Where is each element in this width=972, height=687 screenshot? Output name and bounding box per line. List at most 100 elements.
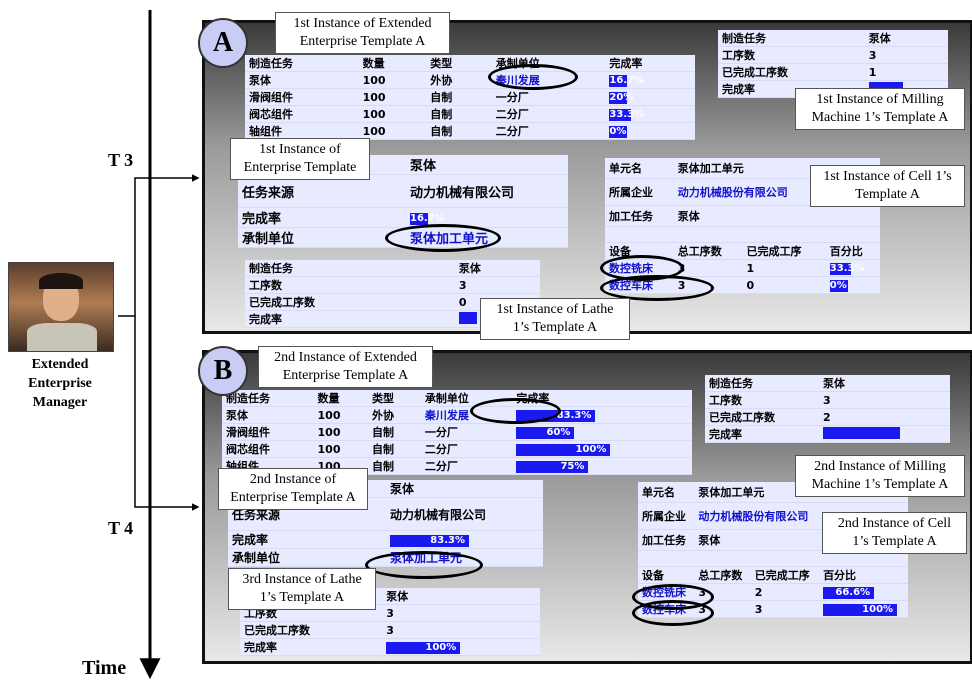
field-label: 所属企业 [605,179,674,206]
field-label: 加工任务 [605,206,674,227]
progress-bar [823,427,900,439]
cell-task: 滑阀组件 [222,424,314,441]
cell-done: 0 [743,277,826,294]
col-header: 总工序数 [694,567,750,584]
cell-unit: 二分厂 [492,123,606,140]
field-value: 3 [455,277,540,294]
cell-unit: 二分厂 [421,458,513,475]
field-value: 泵体 [382,588,540,605]
rate-cell [819,426,950,443]
cell-qty: 100 [359,89,427,106]
field-label: 单元名 [638,482,694,503]
callout-lathe-a: 1st Instance of Lathe 1’s Template A [480,298,630,340]
cell-done: 1 [743,260,826,277]
field-label: 工序数 [718,47,865,64]
highlight-ellipse [488,64,578,90]
table-row: 阀芯组件 100 自制 二分厂 100% [222,441,692,458]
field-value: 动力机械有限公司 [406,175,568,208]
progress-bar: 16.7% [410,213,428,225]
col-header: 制造任务 [245,55,359,72]
field-label: 已完成工序数 [240,622,382,639]
field-value: 3 [865,47,948,64]
col-header: 设备 [638,567,694,584]
rate-cell: 100% [512,441,692,458]
rate-cell: 0% [826,277,880,294]
cell-type: 自制 [426,106,492,123]
panel-a-badge: A [198,18,248,68]
rate-cell: 16.7% [605,72,695,89]
manager-label-line: Enterprise [8,374,112,393]
progress-bar: 0% [609,126,627,138]
progress-bar: 100% [516,444,610,456]
highlight-ellipse [365,551,483,579]
rate-cell: 0% [605,123,695,140]
cell-task: 轴组件 [245,123,359,140]
t4-label: T 4 [108,518,133,539]
cell-task: 阀芯组件 [245,106,359,123]
col-header: 已完成工序 [751,567,819,584]
manager-to-t4-arrow [135,316,198,507]
col-header: 类型 [368,390,421,407]
col-header: 完成率 [605,55,695,72]
progress-bar: 100% [386,642,460,654]
col-header: 总工序数 [674,243,743,260]
field-label: 工序数 [245,277,455,294]
field-label: 制造任务 [245,260,455,277]
callout-ext-a: 1st Instance of Extended Enterprise Temp… [275,12,450,54]
cell-task: 阀芯组件 [222,441,314,458]
cell-unit: 二分厂 [492,106,606,123]
callout-cell-b: 2nd Instance of Cell 1’s Template A [822,512,967,554]
field-value: 泵体 [819,375,950,392]
manager-photo [8,262,114,352]
field-label: 完成率 [238,208,406,228]
table-row: 泵体 100 外协 秦川发展 16.7% [245,72,695,89]
t3-label: T 3 [108,150,133,171]
highlight-ellipse [385,224,501,252]
callout-lathe-b: 3rd Instance of Lathe 1’s Template A [228,568,376,610]
cell-type: 自制 [368,424,421,441]
rate-cell: 100% [382,639,540,656]
table-row: 泵体 100 外协 秦川发展 83.3% [222,407,692,424]
ext-enterprise-table-a: 制造任务 数量 类型 承制单位 完成率 泵体 100 外协 秦川发展 16.7%… [245,55,695,140]
field-label: 完成率 [228,531,386,549]
field-value: 泵体 [865,30,948,47]
col-header: 百分比 [819,567,908,584]
rate-cell: 60% [512,424,692,441]
field-label: 已完成工序数 [705,409,819,426]
field-value: 3 [382,622,540,639]
manager-label-line: Manager [8,393,112,412]
cell-qty: 100 [314,441,369,458]
field-value: 动力机械有限公司 [386,498,543,531]
col-header: 已完成工序 [743,243,826,260]
manager-to-t3-arrow [118,178,198,316]
time-label: Time [82,657,126,680]
hair-shape [39,273,83,289]
field-label: 制造任务 [718,30,865,47]
rate-cell: 66.6% [819,584,908,601]
callout-enterprise-b: 2nd Instance of Enterprise Template A [218,468,368,510]
field-label: 已完成工序数 [245,294,455,311]
cell-type: 外协 [368,407,421,424]
table-row: 滑阀组件 100 自制 一分厂 20% [245,89,695,106]
progress-bar: 83.3% [390,535,469,547]
field-value: 2 [819,409,950,426]
field-value: 泵体 [455,260,540,277]
table-row: 滑阀组件 100 自制 一分厂 60% [222,424,692,441]
field-value: 1 [865,64,948,81]
rate-cell: 33.3% [605,106,695,123]
progress-bar: 0% [830,280,848,292]
cell-qty: 100 [314,424,369,441]
field-label: 单元名 [605,158,674,179]
cell-done: 3 [751,601,819,618]
rate-cell: 100% [819,601,908,618]
cell-total: 3 [674,260,743,277]
table-row: 阀芯组件 100 自制 二分厂 33.3% [245,106,695,123]
panel-b-badge: B [198,346,248,396]
progress-bar: 75% [516,461,588,473]
ext-enterprise-table-b: 制造任务 数量 类型 承制单位 完成率 泵体 100 外协 秦川发展 83.3%… [222,390,692,475]
cell-type: 自制 [368,458,421,475]
manager-label-line: Extended [8,355,112,374]
progress-bar: 100% [823,604,897,616]
rate-cell: 83.3% [386,531,543,549]
